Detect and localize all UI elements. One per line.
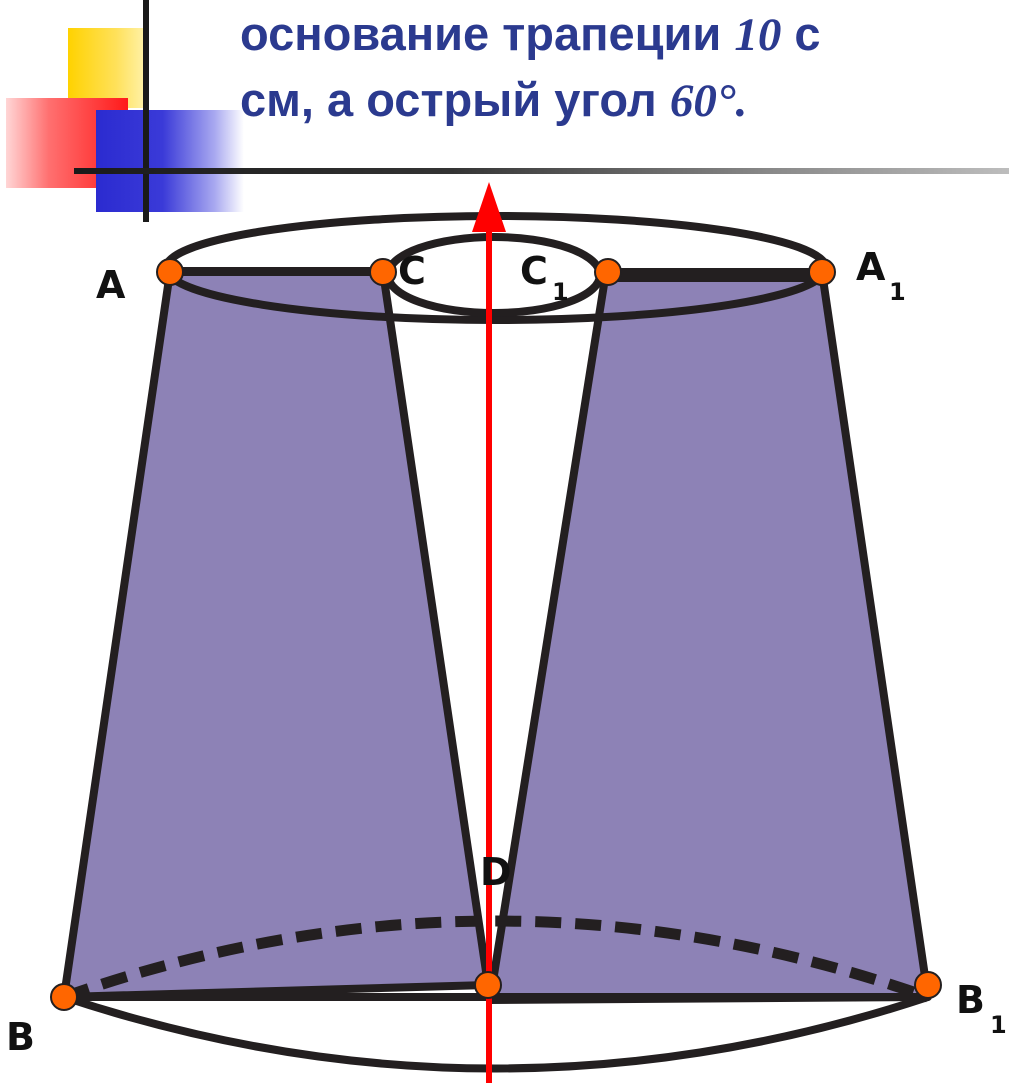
label-b1: B	[956, 978, 985, 1022]
point-b	[50, 983, 78, 1011]
point-c1	[594, 258, 622, 286]
title-line-1-text: основание трапеции	[240, 7, 735, 60]
label-c1-subscript: 1	[552, 278, 569, 306]
title-line-1-number: 10	[734, 9, 782, 61]
decor-yellow-square	[68, 28, 148, 108]
title-line-2-angle: 60°.	[669, 75, 748, 127]
label-a: A	[96, 263, 126, 307]
label-d: D	[480, 850, 512, 894]
point-a	[156, 258, 184, 286]
right-trapezoid-face	[486, 268, 932, 1004]
point-c	[369, 258, 397, 286]
title-line-2: см, а острый угол 60°.	[240, 72, 747, 129]
title-line-2-text: см, а острый угол	[240, 73, 670, 126]
point-b1	[914, 971, 942, 999]
decor-vertical-line	[143, 0, 149, 222]
axis-arrowhead	[472, 182, 506, 232]
label-a1: A	[856, 245, 886, 289]
point-d	[474, 971, 502, 999]
bottom-ellipse-front	[62, 993, 930, 1073]
left-trapezoid-face	[60, 268, 492, 1001]
label-c1: C	[520, 249, 548, 293]
title-line-1-tail: с	[781, 7, 821, 60]
title-line-1: основание трапеции 10 с	[240, 6, 821, 63]
point-a1	[808, 258, 836, 286]
bottom-ellipse-back-dashed	[62, 915, 930, 1003]
label-c: C	[398, 249, 426, 293]
decor-horizontal-line	[74, 168, 1009, 174]
label-a1-subscript: 1	[889, 278, 906, 306]
label-b1-subscript: 1	[990, 1011, 1007, 1039]
label-b: B	[6, 1015, 35, 1059]
decor-blue-square	[96, 110, 244, 212]
